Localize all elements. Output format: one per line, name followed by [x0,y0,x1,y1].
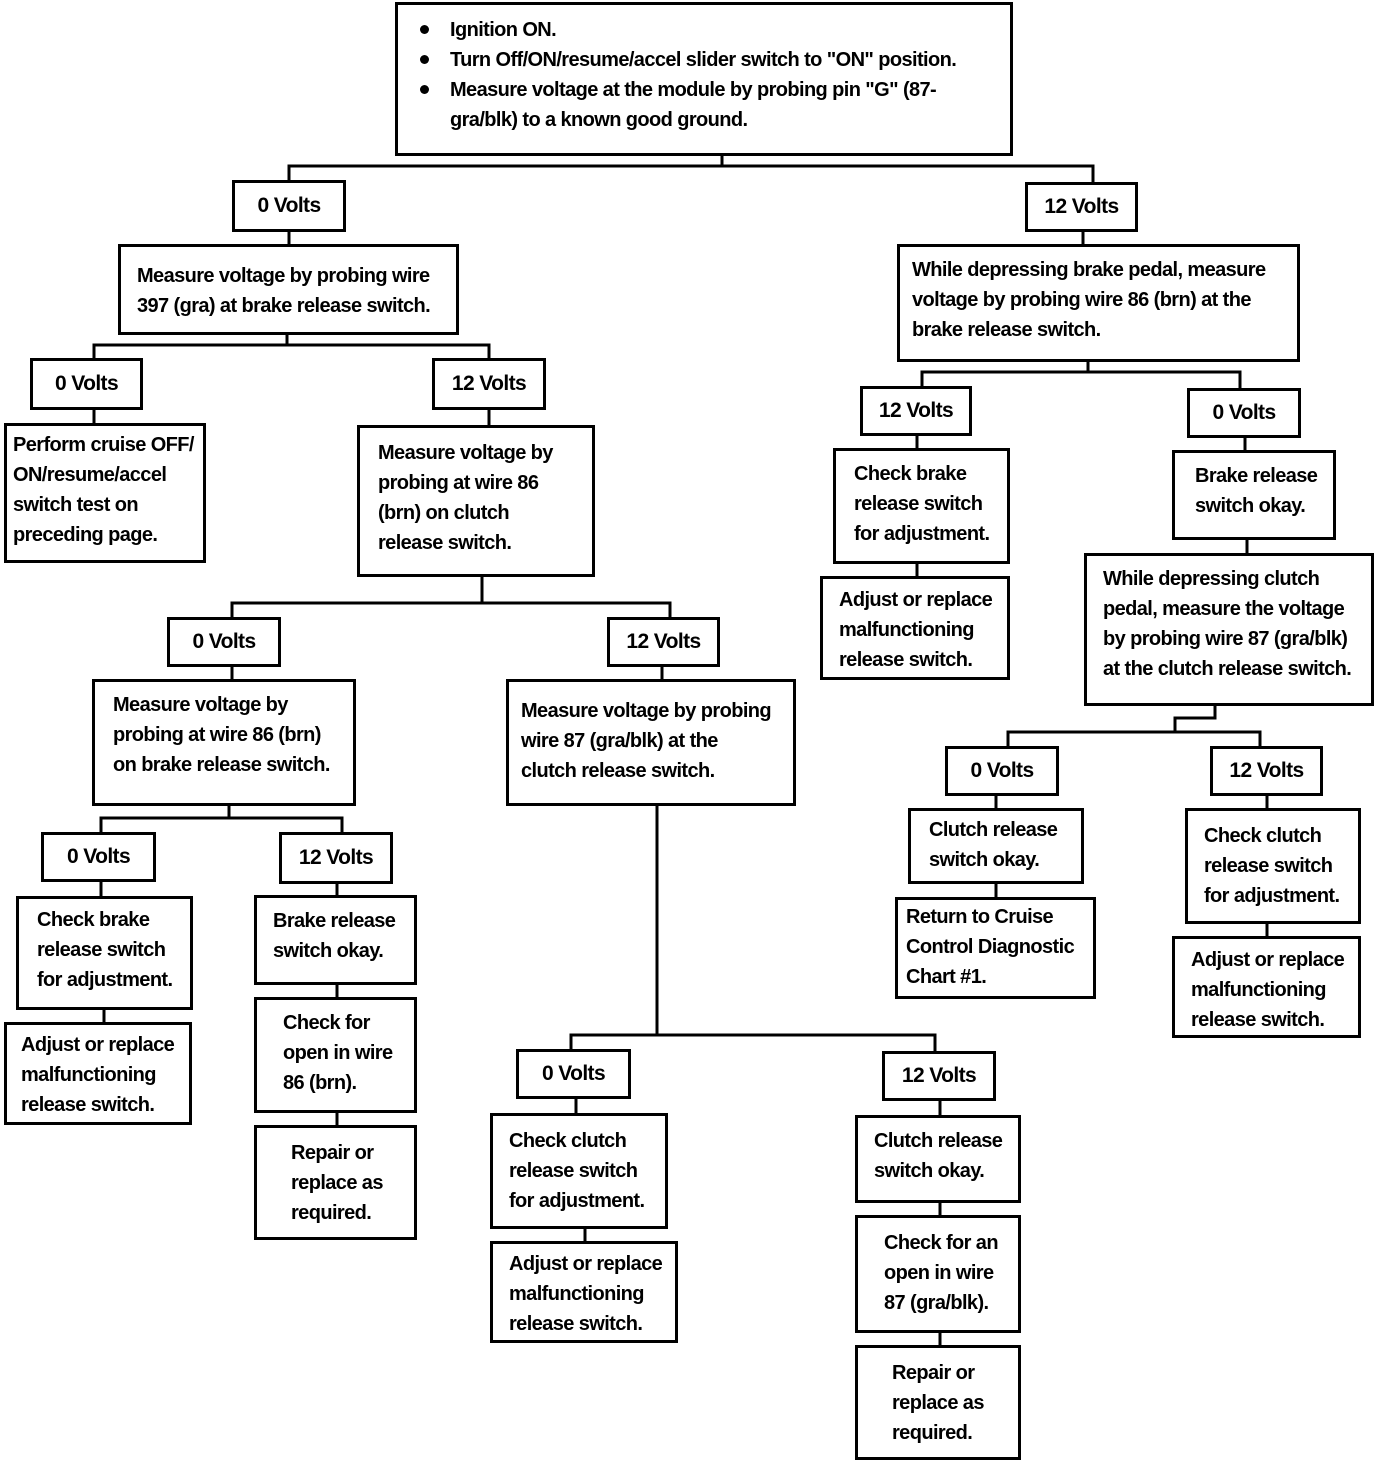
result-label: 0 Volts [1212,401,1276,424]
connector-clutch86-branches [230,601,672,619]
connector-clutch87-branches [569,1033,937,1053]
step-repair-or-replace: Repair or replace as required. [254,1125,417,1240]
result-12-volts-wire-397: 12 Volts [432,358,546,410]
step-text: Check brake release switch for adjustmen… [854,463,990,545]
step-brake-pedal-measure-wire-86: While depressing brake pedal, measure vo… [897,244,1300,362]
step-check-open-wire-86: Check for open in wire 86 (brn). [254,997,417,1113]
step-text: Brake release switch okay. [273,910,396,962]
step-text: Adjust or replace malfunctioning release… [839,589,993,671]
result-label: 12 Volts [1229,759,1304,782]
result-12-volts-clutch-pedal: 12 Volts [1210,746,1323,796]
result-12-volts-wire-86-clutch: 12 Volts [607,617,720,667]
instruction-slider-switch: Turn Off/ON/resume/accel slider switch t… [414,45,1000,75]
step-text: Clutch release switch okay. [929,819,1058,871]
step-perform-switch-test: Perform cruise OFF/ ON/resume/accel swit… [4,423,206,563]
step-measure-wire-397: Measure voltage by probing wire 397 (gra… [118,244,459,335]
result-12-volts-pin-g: 12 Volts [1025,182,1138,232]
connector-r-clutch87 [1173,704,1217,734]
instruction-measure-pin-g: Measure voltage at the module by probing… [414,75,1000,135]
step-text: Brake release switch okay. [1195,465,1318,517]
result-12-volts-brake-pedal: 12 Volts [860,386,972,436]
step-adjust-or-replace-clutch-switch-right: Adjust or replace malfunctioning release… [1172,936,1361,1038]
step-check-clutch-switch-adjustment: Check clutch release switch for adjustme… [490,1113,668,1229]
step-return-to-chart-1: Return to Cruise Control Diagnostic Char… [895,897,1096,999]
step-text: Check for open in wire 86 (brn). [283,1012,393,1094]
result-0-volts-brake-pedal: 0 Volts [1187,388,1301,438]
step-measure-wire-86-clutch: Measure voltage by probing at wire 86 (b… [357,425,595,577]
step-adjust-or-replace-brake-switch-right: Adjust or replace malfunctioning release… [820,576,1010,680]
connector-brake86-branches [99,816,344,834]
step-adjust-or-replace-switch: Adjust or replace malfunctioning release… [4,1022,192,1125]
step-text: Check clutch release switch for adjustme… [1204,825,1340,907]
step-text: Repair or replace as required. [892,1362,984,1444]
step-text: Measure voltage by probing wire 87 (gra/… [521,700,772,782]
step-text: Adjust or replace malfunctioning release… [509,1253,663,1335]
result-0-volts-wire-397: 0 Volts [30,358,143,410]
step-measure-wire-86-brake: Measure voltage by probing at wire 86 (b… [92,679,356,806]
instruction-ignition-on: Ignition ON. [414,15,1000,45]
step-clutch-switch-okay-right: Clutch release switch okay. [908,808,1084,884]
start-instructions-box: Ignition ON. Turn Off/ON/resume/accel sl… [395,2,1013,156]
connector-r-clutch87-branches [1006,730,1262,748]
result-label: 12 Volts [1044,195,1119,218]
result-12-volts-wire-86-brake: 12 Volts [279,832,393,884]
connector-397-branches [92,343,491,360]
step-clutch-switch-okay: Clutch release switch okay. [855,1115,1021,1203]
step-check-brake-switch-adjustment-right: Check brake release switch for adjustmen… [833,448,1010,564]
step-text: Measure voltage by probing at wire 86 (b… [113,694,330,776]
connector-start-branches [287,164,1095,184]
step-measure-wire-87-clutch: Measure voltage by probing wire 87 (gra/… [506,679,796,806]
step-text: Clutch release switch okay. [874,1130,1003,1182]
step-text: Check brake release switch for adjustmen… [37,909,173,991]
result-label: 12 Volts [901,1064,977,1087]
result-12-volts-wire-87: 12 Volts [882,1051,996,1101]
step-text: While depressing brake pedal, measure vo… [912,259,1266,341]
step-check-clutch-switch-adjustment-right: Check clutch release switch for adjustme… [1185,808,1361,924]
step-text: Measure voltage by probing wire 397 (gra… [137,265,431,317]
result-label: 12 Volts [451,372,527,395]
step-text: Perform cruise OFF/ ON/resume/accel swit… [13,434,194,546]
step-text: Check clutch release switch for adjustme… [509,1130,645,1212]
result-label: 0 Volts [970,759,1034,782]
step-brake-switch-okay-right: Brake release switch okay. [1172,450,1336,540]
result-label: 0 Volts [192,630,256,653]
result-label: 12 Volts [626,630,701,653]
step-brake-switch-okay: Brake release switch okay. [254,895,417,985]
result-label: 0 Volts [66,845,131,868]
result-label: 12 Volts [298,846,374,869]
result-label: 12 Volts [878,399,954,422]
step-check-brake-switch-adjustment: Check brake release switch for adjustmen… [16,896,193,1010]
step-text: Adjust or replace malfunctioning release… [21,1034,175,1116]
step-clutch-pedal-measure-wire-87: While depressing clutch pedal, measure t… [1084,553,1374,706]
result-label: 0 Volts [257,194,321,217]
connector-brake-pedal-branches [920,370,1242,390]
step-repair-or-replace-87: Repair or replace as required. [855,1345,1021,1460]
step-text: Adjust or replace malfunctioning release… [1191,949,1345,1031]
result-label: 0 Volts [54,372,119,395]
result-0-volts-pin-g: 0 Volts [232,180,346,232]
step-adjust-or-replace-clutch-switch: Adjust or replace malfunctioning release… [490,1241,678,1343]
result-0-volts-clutch-pedal: 0 Volts [945,746,1059,796]
step-text: Return to Cruise Control Diagnostic Char… [906,906,1075,988]
step-text: While depressing clutch pedal, measure t… [1103,568,1352,680]
step-text: Check for an open in wire 87 (gra/blk). [884,1232,999,1314]
result-label: 0 Volts [541,1062,606,1085]
step-text: Repair or replace as required. [291,1142,383,1224]
step-text: Measure voltage by probing at wire 86 (b… [378,442,553,554]
result-0-volts-wire-86-clutch: 0 Volts [167,617,281,667]
result-0-volts-wire-87: 0 Volts [516,1049,631,1099]
step-check-open-wire-87: Check for an open in wire 87 (gra/blk). [855,1215,1021,1333]
result-0-volts-wire-86-brake: 0 Volts [41,832,156,882]
start-instructions-list: Ignition ON. Turn Off/ON/resume/accel sl… [414,15,1000,135]
